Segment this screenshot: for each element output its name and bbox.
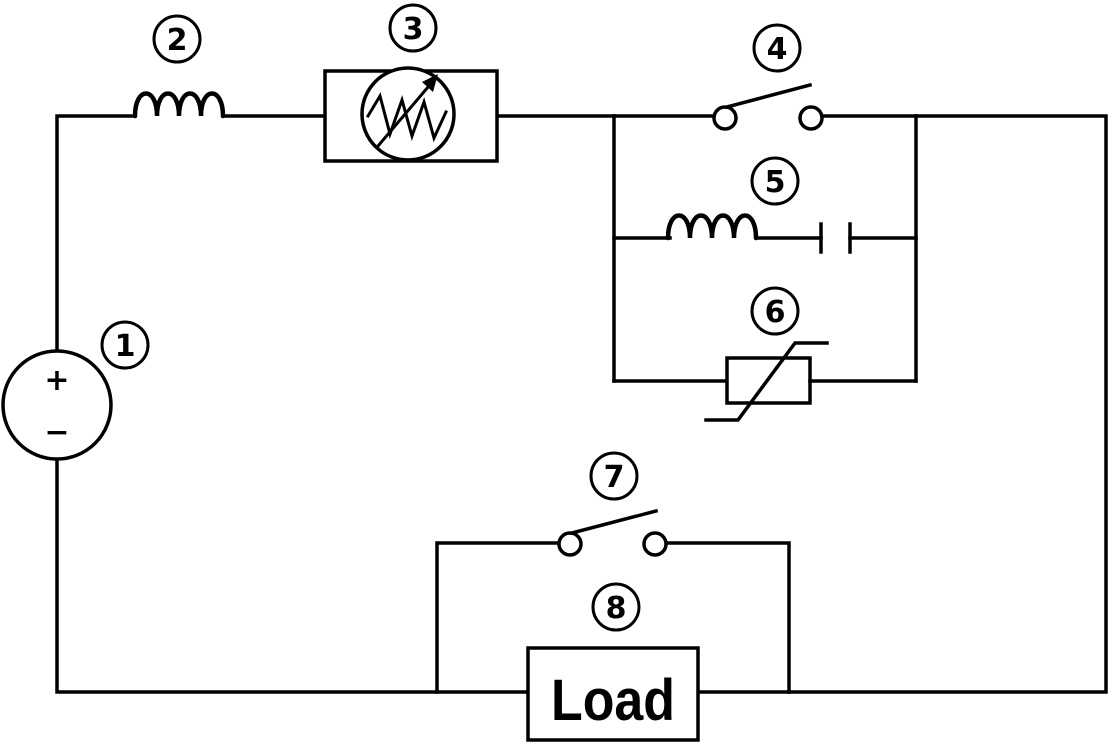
switch-7-left-contact [557, 531, 583, 557]
marker-7: 7 [589, 451, 639, 501]
marker-8-number: 8 [606, 591, 627, 626]
meter-3-dial [360, 66, 456, 162]
marker-6-number: 6 [765, 295, 786, 330]
switch-4-left-contact [712, 105, 738, 131]
marker-4: 4 [752, 23, 802, 73]
marker-7-circle [589, 451, 639, 501]
marker-1-number: 1 [115, 329, 136, 364]
main-wires [55, 114, 1108, 694]
switch-4 [612, 82, 918, 131]
wire-left-top [55, 114, 137, 354]
marker-5-number: 5 [765, 165, 786, 200]
meter-3-arrow-head-icon [422, 74, 438, 92]
marker-5-circle [750, 156, 800, 206]
marker-2-number: 2 [167, 23, 188, 58]
marker-8: 8 [591, 582, 641, 632]
switch-7-blade [569, 508, 659, 536]
load-8-box [526, 646, 700, 742]
wire-left-bottom [55, 457, 530, 694]
parallel-block [612, 82, 918, 422]
switch-4-blade [724, 82, 813, 110]
marker-6-circle [750, 286, 800, 336]
load-block: Load [435, 508, 791, 742]
inductor-2 [132, 91, 226, 119]
plus-sign: + [44, 363, 69, 398]
marker-5: 5 [750, 156, 800, 206]
marker-3-circle [388, 3, 438, 53]
varistor-6-slash [704, 341, 829, 422]
voltage-source-1: + − [1, 349, 113, 461]
marker-3-number: 3 [403, 12, 424, 47]
meter-3-arrow-shaft [375, 77, 437, 149]
inductor-5 [665, 213, 759, 241]
load-label: Load [551, 668, 675, 733]
marker-7-number: 7 [604, 460, 625, 495]
branch-5 [612, 213, 918, 254]
marker-1: 1 [100, 320, 150, 370]
marker-2: 2 [152, 14, 202, 64]
switch-4-right-contact [798, 105, 824, 131]
branch-6 [612, 341, 918, 422]
marker-8-circle [591, 582, 641, 632]
marker-1-circle [100, 320, 150, 370]
meter-3-zigzag [365, 92, 448, 143]
switch-7-right-wire [664, 541, 791, 694]
voltage-source-circle [1, 349, 113, 461]
switch-7-left-wire [435, 541, 561, 694]
switch-7-right-contact [642, 531, 668, 557]
marker-6: 6 [750, 286, 800, 336]
marker-4-number: 4 [767, 32, 788, 67]
meter-3 [323, 66, 499, 163]
marker-3: 3 [388, 3, 438, 53]
minus-sign: − [44, 415, 69, 450]
marker-2-circle [152, 14, 202, 64]
wire-right-side [787, 114, 1108, 694]
marker-4-circle [752, 23, 802, 73]
